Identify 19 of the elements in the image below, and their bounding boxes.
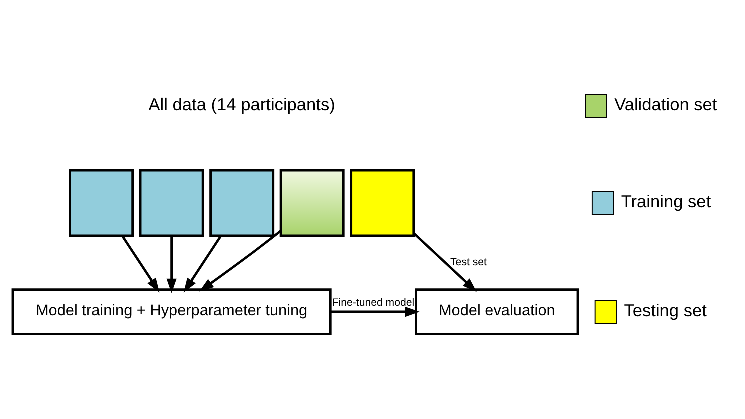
arrow — [184, 235, 222, 293]
legend-label: Testing set — [624, 300, 707, 320]
legend-label: Training set — [621, 191, 712, 212]
label: All data (14 participants) — [148, 94, 336, 114]
node-box — [350, 169, 416, 238]
node-box: Model training + Hyperparameter tuning — [12, 288, 332, 336]
arrow — [413, 232, 477, 292]
arrow — [199, 230, 282, 292]
node-box: Model evaluation — [415, 288, 580, 336]
edge-label: Test set — [450, 256, 487, 269]
edge-label: Fine-tuned model — [332, 297, 415, 310]
node-box — [210, 169, 275, 238]
arrow — [330, 306, 420, 318]
node-box — [69, 169, 134, 238]
legend-label: Validation set — [614, 94, 718, 114]
node-box — [280, 169, 345, 238]
node-box — [139, 169, 204, 238]
arrow — [121, 235, 160, 293]
arrow — [166, 236, 177, 294]
